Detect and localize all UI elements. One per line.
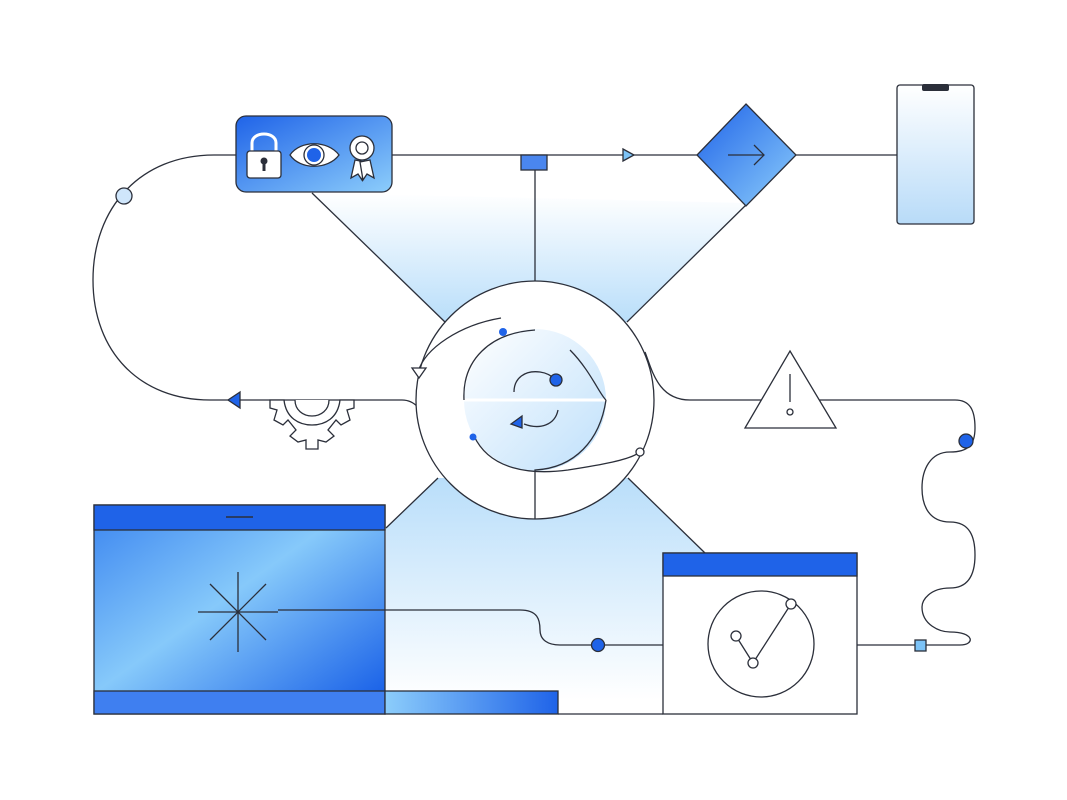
security-panel (235, 115, 393, 193)
decision-diamond (696, 103, 797, 207)
inner-lower-arc (534, 399, 607, 519)
outer-left-arc (417, 317, 502, 373)
top-node-square (520, 154, 548, 171)
base-gradient-bar (384, 690, 559, 715)
bottom-line-node (590, 637, 606, 653)
beam-top (312, 193, 748, 322)
lock-icon (246, 132, 282, 179)
gear-icon (269, 399, 355, 450)
outer-lower-arc (473, 435, 641, 473)
warning-triangle-icon (743, 349, 838, 429)
smartphone-icon (896, 84, 975, 225)
checkmark-icon (730, 598, 797, 669)
asterisk-icon (198, 572, 278, 652)
ring-dot-bottom-left (469, 433, 477, 441)
loop-arrow-left (226, 390, 241, 410)
inner-right-arc (569, 349, 607, 401)
top-flow-arrow (622, 147, 636, 163)
refresh-cycle-icon (509, 371, 563, 429)
tablet-screen (93, 504, 386, 715)
arrow-right-icon (728, 144, 765, 166)
central-cycle (410, 280, 655, 520)
eye-icon (289, 143, 340, 167)
award-ribbon-icon (349, 135, 375, 182)
window-title-bar (662, 552, 858, 577)
inner-upper-arc (463, 329, 536, 401)
phone-notch (922, 84, 949, 91)
ring-dot-bottom-right (635, 447, 645, 457)
verification-window (662, 552, 858, 715)
check-circle (707, 590, 815, 698)
route-node-square (914, 639, 927, 652)
tablet-bottom-bar (93, 690, 386, 715)
loop-node-top (115, 187, 133, 205)
ring-dot-top (499, 328, 507, 336)
outer-left-arrowhead (410, 367, 428, 380)
route-node-right (958, 433, 974, 449)
